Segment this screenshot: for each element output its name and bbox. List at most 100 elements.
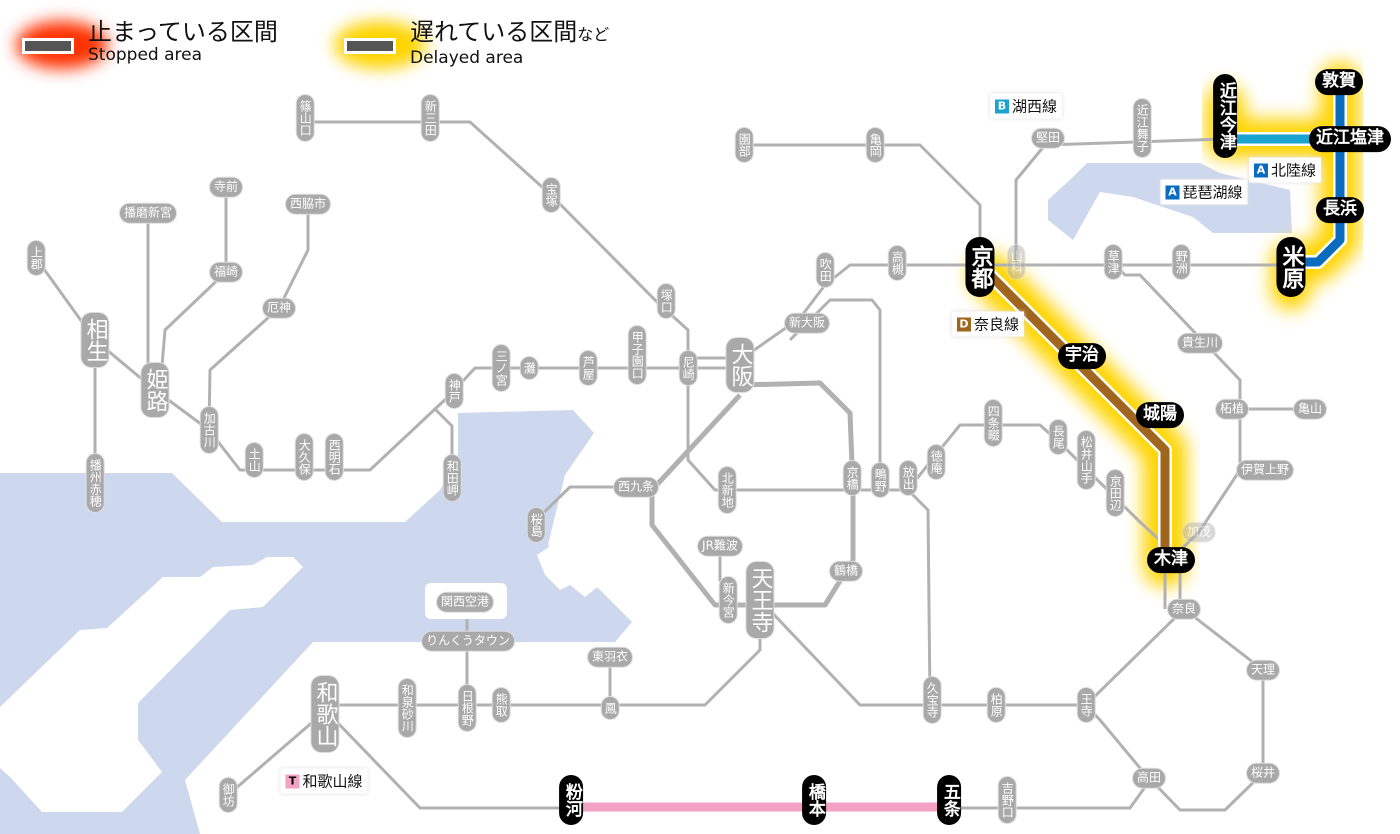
station-katata[interactable]: 堅田 xyxy=(1031,128,1065,148)
station-uji[interactable]: 宇治 xyxy=(1058,343,1106,369)
station-banshuako[interactable]: 播州赤穂 xyxy=(86,454,104,512)
station-nagahama[interactable]: 長浜 xyxy=(1316,197,1364,223)
station-kameyama[interactable]: 亀山 xyxy=(1293,399,1327,419)
station-kamigori[interactable]: 上郡 xyxy=(27,241,45,275)
station-sakurai[interactable]: 桜井 xyxy=(1246,763,1280,783)
station-gobo[interactable]: 御坊 xyxy=(219,778,237,812)
station-takarazuka[interactable]: 宝塚 xyxy=(542,178,560,212)
station-yakujin[interactable]: 厄神 xyxy=(262,298,296,318)
line-name-wakayama: 和歌山線 xyxy=(302,772,363,791)
rail-line xyxy=(227,718,316,797)
legend-delayed-en: Delayed area xyxy=(410,48,524,68)
station-nara[interactable]: 奈良 xyxy=(1167,599,1201,619)
station-takatsuki[interactable]: 高槻 xyxy=(888,246,906,280)
station-teramae[interactable]: 寺前 xyxy=(209,177,243,197)
station-sonobe[interactable]: 園部 xyxy=(735,128,753,162)
station-shinosaka[interactable]: 新大阪 xyxy=(784,313,830,333)
station-kyuhoji[interactable]: 久宝寺 xyxy=(923,677,941,723)
station-tsuge[interactable]: 柘植 xyxy=(1215,399,1249,419)
station-nishikujo[interactable]: 西九条 xyxy=(613,477,659,497)
station-higashihagoromo[interactable]: 東羽衣 xyxy=(587,647,633,667)
awaji-island xyxy=(0,557,303,812)
station-aioi[interactable]: 相生 xyxy=(81,313,109,367)
station-kokawa[interactable]: 粉河 xyxy=(559,775,583,825)
station-kumatori[interactable]: 熊取 xyxy=(492,688,510,722)
station-kansaikuko[interactable]: 関西空港 xyxy=(436,592,494,612)
station-tokuan[interactable]: 徳庵 xyxy=(927,445,945,479)
station-nada[interactable]: 灘 xyxy=(520,357,538,379)
station-kameoka[interactable]: 亀岡 xyxy=(866,128,884,162)
station-gojo[interactable]: 五条 xyxy=(937,775,961,825)
legend-stopped-ja: 止まっている区間 xyxy=(88,18,278,46)
station-hineno[interactable]: 日根野 xyxy=(458,685,476,731)
rail-line xyxy=(333,718,571,810)
station-sannomiya[interactable]: 三ノ宮 xyxy=(492,345,510,391)
station-izumisunagawa[interactable]: 和泉砂川 xyxy=(398,679,416,737)
station-takada[interactable]: 高田 xyxy=(1132,768,1166,788)
line-label-kosei[interactable]: B 湖西線 xyxy=(989,93,1063,119)
station-kyoto[interactable]: 京都 xyxy=(965,237,995,297)
station-wadamisaki[interactable]: 和田岬 xyxy=(443,455,461,501)
station-tsuruhashi[interactable]: 鶴橋 xyxy=(829,561,863,581)
station-omishiotsu[interactable]: 近江塩津 xyxy=(1309,126,1391,152)
station-kashiwara[interactable]: 柏原 xyxy=(987,688,1005,722)
rail-line xyxy=(1173,409,1242,557)
station-okubo[interactable]: 大久保 xyxy=(295,434,313,480)
station-kyotanabe[interactable]: 京田辺 xyxy=(1106,470,1124,516)
line-label-nara[interactable]: D 奈良線 xyxy=(951,311,1025,337)
station-kamo[interactable]: 加茂 xyxy=(1182,522,1216,542)
station-otori[interactable]: 鳳 xyxy=(601,697,619,719)
station-yasu[interactable]: 野洲 xyxy=(1172,245,1190,279)
station-nishiwakishi[interactable]: 西脇市 xyxy=(285,194,331,214)
station-yoshinoguchi[interactable]: 吉野口 xyxy=(998,777,1016,823)
station-sakurajima[interactable]: 桜島 xyxy=(527,508,545,542)
station-nishiakashi[interactable]: 西明石 xyxy=(325,434,343,480)
line-name-hokuriku: 北陸線 xyxy=(1270,161,1317,180)
station-tennoji[interactable]: 天王寺 xyxy=(746,562,774,638)
station-tsuruga[interactable]: 敦賀 xyxy=(1315,69,1363,95)
station-oji[interactable]: 王寺 xyxy=(1077,688,1095,722)
station-wakayama[interactable]: 和歌山 xyxy=(311,676,339,752)
station-matsuiyamate[interactable]: 松井山手 xyxy=(1077,431,1095,489)
station-rinkutown[interactable]: りんくうタウン xyxy=(422,631,514,651)
station-kyobashi[interactable]: 京橋 xyxy=(843,461,861,495)
station-tsuchiyama[interactable]: 土山 xyxy=(245,443,263,477)
station-jrnamba[interactable]: JR難波 xyxy=(698,536,742,556)
station-nagao[interactable]: 長尾 xyxy=(1049,420,1067,454)
station-suita[interactable]: 吹田 xyxy=(816,253,834,287)
line-label-hokuriku[interactable]: A 北陸線 xyxy=(1248,157,1322,183)
station-shinsanda[interactable]: 新三田 xyxy=(421,95,439,141)
station-osaka[interactable]: 大阪 xyxy=(726,338,754,392)
station-maibara[interactable]: 米原 xyxy=(1276,237,1306,297)
station-koshienguchi[interactable]: 甲子園口 xyxy=(628,326,646,384)
station-hanaten[interactable]: 放出 xyxy=(899,461,917,495)
station-shijonawate[interactable]: 四条畷 xyxy=(984,400,1002,446)
station-kizu[interactable]: 木津 xyxy=(1147,547,1195,573)
station-kibukawa[interactable]: 貴生川 xyxy=(1177,333,1223,353)
station-yamashina[interactable]: 山科 xyxy=(1007,245,1025,279)
station-kakogawa[interactable]: 加古川 xyxy=(200,407,218,453)
station-igaueno[interactable]: 伊賀上野 xyxy=(1236,460,1294,480)
station-fukusaki[interactable]: 福崎 xyxy=(209,262,243,282)
station-omimaiko[interactable]: 近江舞子 xyxy=(1133,99,1151,157)
station-shinimamiya[interactable]: 新今宮 xyxy=(719,577,737,623)
station-hashimoto[interactable]: 橋本 xyxy=(802,775,826,825)
station-kitashinchi[interactable]: 北新地 xyxy=(718,467,736,513)
rail-line xyxy=(1147,607,1265,812)
station-tsukaguchi[interactable]: 塚口 xyxy=(657,284,675,318)
line-label-biwako[interactable]: A 琵琶湖線 xyxy=(1160,179,1248,205)
station-sasayamaguchi[interactable]: 篠山口 xyxy=(296,95,314,141)
station-tenri[interactable]: 天理 xyxy=(1246,660,1280,680)
line-label-wakayama[interactable]: T 和歌山線 xyxy=(280,768,368,794)
station-omiimazu[interactable]: 近江今津 xyxy=(1213,74,1237,158)
station-amagasaki[interactable]: 尼崎 xyxy=(679,351,697,385)
station-harimashingu[interactable]: 播磨新宮 xyxy=(119,203,177,223)
rail-line xyxy=(949,703,1152,810)
station-himeji[interactable]: 姫路 xyxy=(141,363,169,417)
station-kobe[interactable]: 神戸 xyxy=(445,374,463,408)
station-shigino[interactable]: 鴫野 xyxy=(871,463,889,497)
station-ashiya[interactable]: 芦屋 xyxy=(579,351,597,385)
station-kusatsu[interactable]: 草津 xyxy=(1104,245,1122,279)
station-joyo[interactable]: 城陽 xyxy=(1136,402,1184,428)
legend-delayed: 遅れている区間など Delayed area xyxy=(344,18,609,67)
